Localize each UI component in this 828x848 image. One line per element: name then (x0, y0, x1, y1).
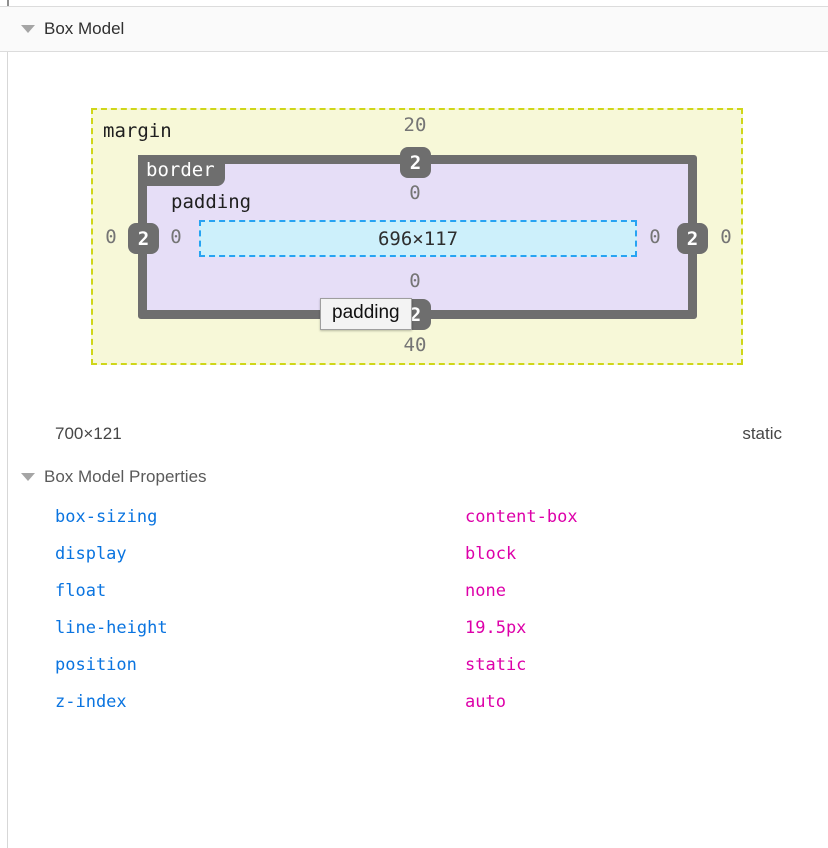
property-value: content-box (465, 506, 578, 527)
content-region[interactable]: 696×117 (199, 220, 637, 257)
property-name: float (55, 580, 107, 601)
margin-right-value[interactable]: 0 (720, 226, 732, 248)
padding-right-value[interactable]: 0 (649, 226, 661, 248)
property-value: 19.5px (465, 617, 527, 638)
collapse-arrow-icon (21, 473, 35, 481)
properties-list: box-sizing content-box display block flo… (0, 498, 828, 720)
border-region-label: border (138, 155, 225, 186)
property-name: z-index (55, 691, 127, 712)
content-size-value: 696×117 (377, 227, 459, 250)
property-row: z-index auto (0, 683, 828, 720)
property-value: auto (465, 691, 506, 712)
element-dimensions: 700×121 (55, 424, 122, 443)
property-name: display (55, 543, 127, 564)
element-position: static (742, 424, 782, 443)
property-value: static (465, 654, 527, 675)
section-title: Box Model (44, 19, 125, 38)
collapse-arrow-icon (21, 25, 35, 33)
border-top-badge[interactable]: 2 (400, 147, 431, 178)
property-value: none (465, 580, 506, 601)
padding-region-label: padding (171, 191, 252, 213)
property-row: line-height 19.5px (0, 609, 828, 646)
padding-left-value[interactable]: 0 (170, 226, 182, 248)
property-row: float none (0, 572, 828, 609)
margin-bottom-value[interactable]: 40 (403, 334, 427, 356)
margin-region-label: margin (103, 120, 172, 142)
padding-tooltip: padding (320, 298, 412, 330)
property-row: position static (0, 646, 828, 683)
margin-left-value[interactable]: 0 (105, 226, 117, 248)
margin-top-value[interactable]: 20 (403, 114, 427, 136)
property-row: display block (0, 535, 828, 572)
box-model-section-header[interactable]: Box Model (0, 6, 828, 52)
properties-title: Box Model Properties (44, 467, 207, 486)
toolbar-divider (7, 0, 9, 6)
padding-top-value[interactable]: 0 (409, 182, 421, 204)
properties-section-header[interactable]: Box Model Properties (0, 464, 828, 490)
property-row: box-sizing content-box (0, 498, 828, 535)
property-name: box-sizing (55, 506, 158, 527)
property-value: block (465, 543, 517, 564)
property-name: position (55, 654, 137, 675)
box-model-diagram: border margin padding 696×117 20 2 0 0 2… (0, 52, 828, 392)
element-summary: 700×121 static (0, 424, 828, 448)
panel-left-border (7, 0, 8, 848)
padding-bottom-value[interactable]: 0 (409, 270, 421, 292)
border-right-badge[interactable]: 2 (677, 223, 708, 254)
border-left-badge[interactable]: 2 (128, 223, 159, 254)
property-name: line-height (55, 617, 168, 638)
